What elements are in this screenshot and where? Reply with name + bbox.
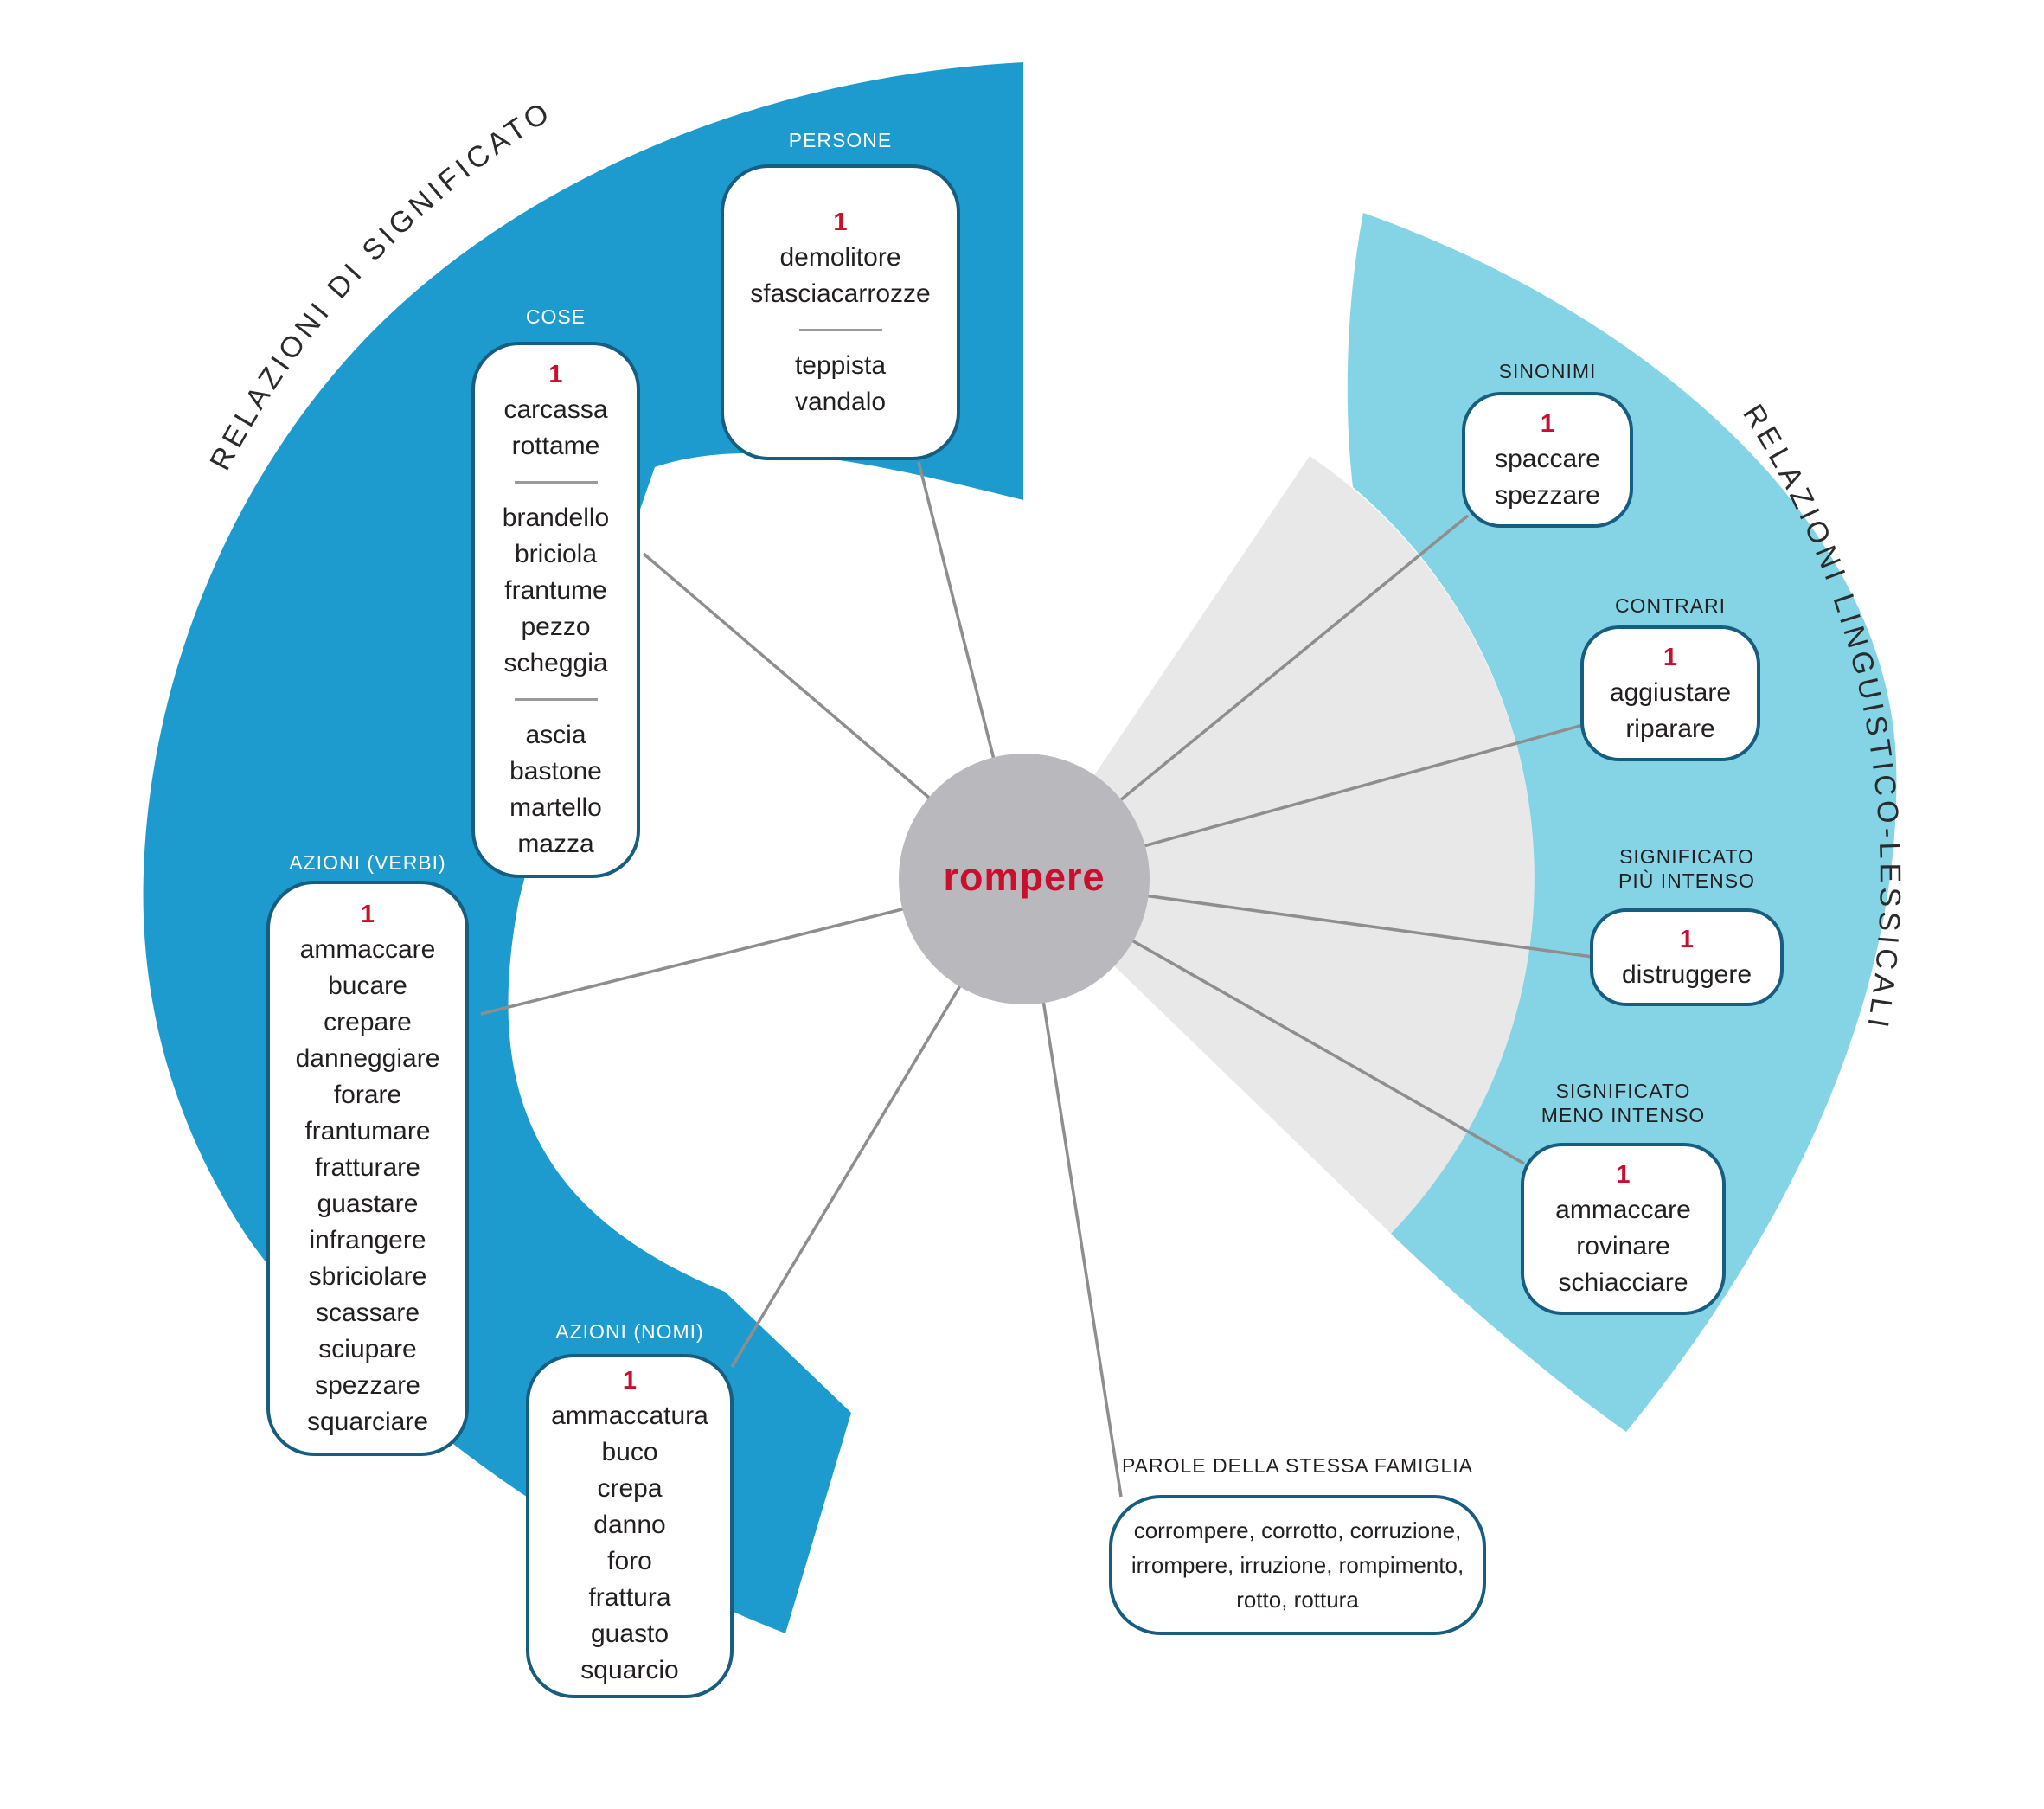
word: crepa <box>597 1474 663 1503</box>
word-list-line: corrompere, corrotto, corruzione, <box>1133 1517 1462 1543</box>
node-label-contrari: CONTRARI <box>1614 594 1727 617</box>
word: scheggia <box>503 649 608 677</box>
word: sciupare <box>318 1334 417 1363</box>
label-line: SIGNIFICATO <box>1619 845 1754 868</box>
word: scassare <box>315 1298 420 1327</box>
sense-index: 1 <box>622 1367 638 1395</box>
word: teppista <box>794 350 887 380</box>
word: bucare <box>328 971 407 1000</box>
divider <box>514 481 598 484</box>
sense-index: 1 <box>360 900 375 928</box>
node-cose: 1 carcassa rottame brandello briciola fr… <box>471 342 640 878</box>
word: briciola <box>514 540 598 568</box>
center-circle <box>899 754 1150 1004</box>
word: fratturare <box>315 1152 420 1182</box>
word: mazza <box>517 830 594 858</box>
node-persone: 1 demolitore sfasciacarrozze teppista va… <box>721 164 960 460</box>
word: spaccare <box>1495 444 1600 473</box>
node-label-azioni-nomi: AZIONI (NOMI) <box>555 1320 704 1343</box>
sense-index: 1 <box>1616 1160 1631 1189</box>
word: frantumare <box>304 1116 431 1145</box>
node-azioni-verbi: 1 ammaccare bucare crepare danneggiare f… <box>266 881 469 1456</box>
node-azioni-nomi: 1 ammaccatura buco crepa danno foro frat… <box>526 1354 734 1698</box>
word: sfasciacarrozze <box>750 279 931 308</box>
word: squarcio <box>580 1656 679 1684</box>
word: ammaccare <box>299 934 436 964</box>
word-list-line: irrompere, irruzione, rompimento, <box>1131 1552 1464 1578</box>
node-famiglia: corrompere, corrotto, corruzione, irromp… <box>1109 1495 1486 1635</box>
label-line: MENO INTENSO <box>1541 1104 1706 1126</box>
word: martello <box>509 793 602 822</box>
center-headword: rompere <box>943 855 1105 899</box>
word: frantume <box>504 576 607 605</box>
word: schiacciare <box>1558 1267 1688 1297</box>
node-label-cose: COSE <box>525 305 586 328</box>
word: brandello <box>502 504 610 532</box>
word: pezzo <box>521 613 591 641</box>
word-list-line: rotto, rottura <box>1236 1587 1359 1613</box>
word: rovinare <box>1576 1231 1670 1261</box>
node-piu-intenso: 1 distruggere <box>1590 908 1784 1006</box>
word: ammaccare <box>1555 1195 1691 1224</box>
label-line: PIÙ INTENSO <box>1618 869 1755 892</box>
node-contrari: 1 aggiustare riparare <box>1580 625 1760 761</box>
word: spezzare <box>1495 480 1600 510</box>
word: ascia <box>525 721 586 749</box>
divider <box>514 698 598 701</box>
word: guasto <box>590 1620 670 1648</box>
sense-index: 1 <box>1540 409 1555 438</box>
word: foro <box>607 1547 652 1575</box>
word: crepare <box>324 1007 412 1036</box>
word: danno <box>593 1511 666 1539</box>
divider <box>798 328 882 331</box>
word: ammaccatura <box>551 1402 708 1430</box>
node-label-meno-intenso: SIGNIFICATO MENO INTENSO <box>1521 1079 1726 1127</box>
word: distruggere <box>1621 959 1752 989</box>
sense-index: 1 <box>1663 643 1678 671</box>
word: vandalo <box>794 387 887 416</box>
sense-index: 1 <box>1679 925 1695 953</box>
sense-index: 1 <box>548 361 563 388</box>
word: spezzare <box>315 1370 420 1400</box>
word: frattura <box>588 1583 671 1612</box>
word: rottame <box>511 432 600 460</box>
word: riparare <box>1625 714 1715 743</box>
word: squarciare <box>306 1407 429 1436</box>
word: sbriciolare <box>308 1261 427 1291</box>
word: bastone <box>509 757 602 786</box>
node-label-piu-intenso: SIGNIFICATO PIÙ INTENSO <box>1590 844 1784 893</box>
word: buco <box>601 1438 658 1466</box>
fan-wedge <box>1024 456 1535 1234</box>
node-meno-intenso: 1 ammaccare rovinare schiacciare <box>1521 1143 1726 1315</box>
label-line: SIGNIFICATO <box>1555 1080 1691 1102</box>
sense-index: 1 <box>833 208 848 236</box>
word: danneggiare <box>295 1043 440 1073</box>
word: aggiustare <box>1609 677 1732 707</box>
node-label-azioni-verbi: AZIONI (VERBI) <box>289 851 446 874</box>
word: carcassa <box>503 395 608 424</box>
node-label-sinonimi: SINONIMI <box>1498 360 1597 382</box>
node-label-persone: PERSONE <box>788 129 893 151</box>
word: forare <box>333 1080 402 1109</box>
word: guastare <box>317 1189 419 1218</box>
word: infrangere <box>309 1225 426 1254</box>
word: demolitore <box>779 242 901 272</box>
node-label-famiglia: PAROLE DELLA STESSA FAMIGLIA <box>1122 1454 1473 1477</box>
node-sinonimi: 1 spaccare spezzare <box>1462 392 1633 528</box>
